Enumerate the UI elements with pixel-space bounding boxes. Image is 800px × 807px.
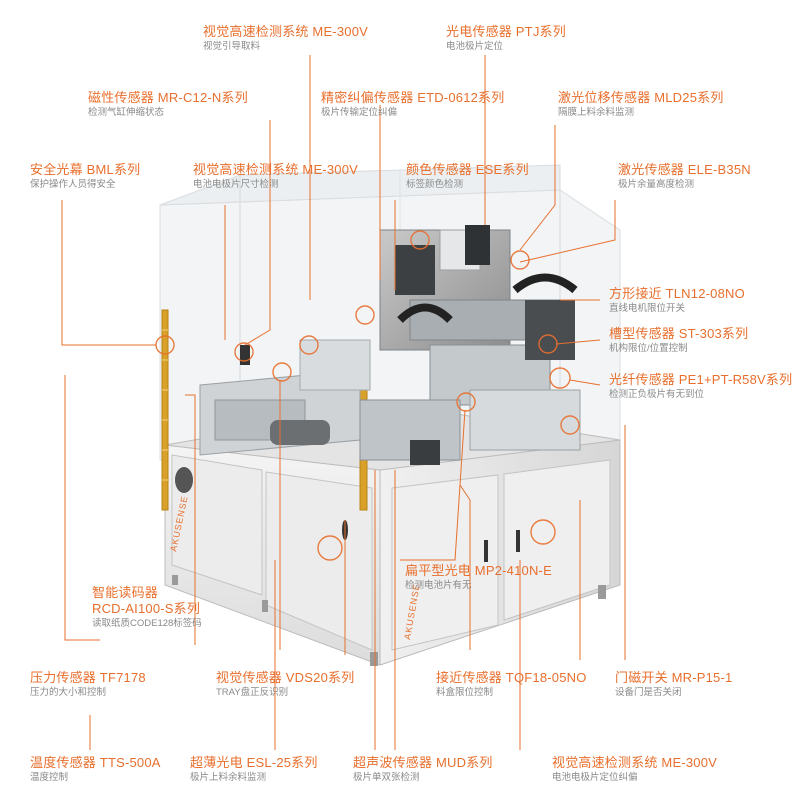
callout-code-reader: 智能读码器 RCD-AI100-S系列 读取纸质CODE128标签码 (92, 585, 202, 630)
callout-safety-light-curtain: 安全光幕 BML系列 保护操作人员得安全 (30, 162, 140, 191)
callout-desc: 电池极片定位 (446, 41, 504, 52)
callout-title: 颜色传感器 ESE系列 (406, 162, 529, 177)
leader-lines (61, 55, 626, 750)
callout-desc: 隔膜上料余料监测 (558, 107, 635, 118)
callout-proximity-sensor: 接近传感器 TQF18-05NO 料盒限位控制 (436, 670, 587, 699)
callout-desc: 极片余量高度检测 (618, 179, 695, 190)
callout-ultrasonic-sensor: 超声波传感器 MUD系列 极片单双张检测 (353, 755, 493, 784)
machine: AKUSENSE AKUSENSE (155, 164, 621, 666)
callout-desc: 检测气缸伸缩状态 (88, 107, 165, 118)
callout-desc: 视觉引导取料 (203, 41, 261, 52)
callout-desc: 检测电池片有无 (405, 580, 472, 591)
callout-desc: 温度控制 (30, 772, 69, 783)
callout-color-sensor: 颜色传感器 ESE系列 标签颜色检测 (406, 162, 529, 191)
callout-desc: 标签颜色检测 (406, 179, 464, 190)
callout-title: 精密纠偏传感器 ETD-0612系列 (321, 90, 505, 105)
callout-desc: 保护操作人员得安全 (30, 179, 116, 190)
callout-laser-displacement: 激光位移传感器 MLD25系列 隔膜上料余料监测 (558, 90, 724, 119)
callout-slot-sensor: 槽型传感器 ST-303系列 机构限位/位置控制 (609, 326, 748, 355)
callout-title: 安全光幕 BML系列 (30, 162, 141, 177)
callout-title: 接近传感器 TQF18-05NO (436, 670, 587, 685)
callout-desc: TRAY盘正反识别 (216, 687, 289, 698)
callout-title: 门磁开关 MR-P15-1 (615, 670, 733, 685)
callout-desc: 设备门是否关闭 (615, 687, 682, 698)
callout-desc: 检测正负极片有无到位 (609, 389, 705, 400)
callout-title-line2: RCD-AI100-S系列 (92, 601, 201, 616)
callout-title: 智能读码器 (92, 585, 159, 600)
callout-edge-guide-sensor: 精密纠偏传感器 ETD-0612系列 极片传输定位纠偏 (321, 90, 504, 119)
callout-vision-size-check: 视觉高速检测系统 ME-300V 电池电极片尺寸检测 (193, 162, 358, 191)
callout-desc: 极片上料余料监测 (190, 772, 267, 783)
callout-title: 视觉高速检测系统 ME-300V (203, 24, 369, 39)
callout-desc: 机构限位/位置控制 (609, 343, 688, 354)
callout-title: 超声波传感器 MUD系列 (353, 755, 493, 770)
callout-vision-sensor-vds20: 视觉传感器 VDS20系列 TRAY盘正反识别 (216, 670, 354, 699)
callout-title: 超薄光电 ESL-25系列 (190, 755, 318, 770)
callout-title: 温度传感器 TTS-500A (30, 755, 161, 770)
callout-desc: 读取纸质CODE128标签码 (92, 618, 202, 629)
callout-desc: 压力的大小和控制 (30, 687, 107, 698)
callout-desc: 直线电机限位开关 (609, 303, 686, 314)
callout-flat-photoelectric: 扁平型光电 MP2-410N-E 检测电池片有无 (405, 563, 552, 592)
callout-title: 激光传感器 ELE-B35N (618, 162, 751, 177)
callout-square-proximity: 方形接近 TLN12-08NO 直线电机限位开关 (609, 286, 745, 315)
callout-title: 磁性传感器 MR-C12-N系列 (88, 90, 248, 105)
callout-title: 视觉高速检测系统 ME-300V (552, 755, 718, 770)
callout-title: 槽型传感器 ST-303系列 (609, 326, 749, 341)
callout-title: 扁平型光电 MP2-410N-E (405, 563, 552, 578)
callout-desc: 电池电极片定位纠偏 (552, 772, 638, 783)
callout-desc: 极片传输定位纠偏 (321, 107, 398, 118)
callout-door-switch: 门磁开关 MR-P15-1 设备门是否关闭 (615, 670, 732, 699)
callout-vision-positioning: 视觉高速检测系统 ME-300V 电池电极片定位纠偏 (552, 755, 717, 784)
callout-title: 视觉传感器 VDS20系列 (216, 670, 355, 685)
callout-ultrathin-photoelectric: 超薄光电 ESL-25系列 极片上料余料监测 (190, 755, 318, 784)
callout-title: 压力传感器 TF7178 (30, 670, 146, 685)
callout-vision-guided-pick: 视觉高速检测系统 ME-300V 视觉引导取料 (203, 24, 368, 53)
callout-pressure-sensor: 压力传感器 TF7178 压力的大小和控制 (30, 670, 146, 699)
callout-title: 视觉高速检测系统 ME-300V (193, 162, 359, 177)
callout-title: 光电传感器 PTJ系列 (446, 24, 566, 39)
callout-desc: 电池电极片尺寸检测 (193, 179, 279, 190)
callout-desc: 料盒限位控制 (436, 687, 494, 698)
callout-title: 激光位移传感器 MLD25系列 (558, 90, 724, 105)
callout-laser-sensor: 激光传感器 ELE-B35N 极片余量高度检测 (618, 162, 751, 191)
callout-magnetic-sensor: 磁性传感器 MR-C12-N系列 检测气缸伸缩状态 (88, 90, 248, 119)
callout-temperature-sensor: 温度传感器 TTS-500A 温度控制 (30, 755, 161, 784)
callout-desc: 极片单双张检测 (353, 772, 420, 783)
callout-photoelectric-ptj: 光电传感器 PTJ系列 电池极片定位 (446, 24, 566, 53)
callout-title: 方形接近 TLN12-08NO (609, 286, 745, 301)
callout-fiber-sensor: 光纤传感器 PE1+PT-R58V系列 检测正负极片有无到位 (609, 372, 792, 401)
callout-title: 光纤传感器 PE1+PT-R58V系列 (609, 372, 793, 387)
